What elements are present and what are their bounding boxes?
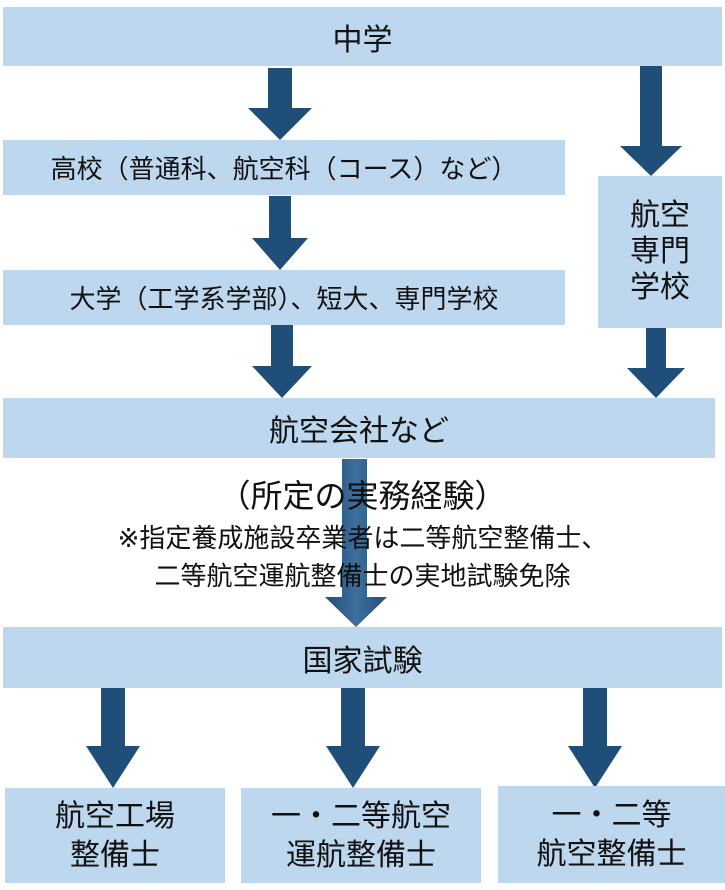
outcome-1-line-2: 整備士: [70, 837, 160, 873]
node-high-school: 高校（普通科、航空科（コース）など）: [3, 140, 565, 195]
node-national-exam-label: 国家試験: [302, 643, 423, 679]
node-junior-high-label: 中学: [332, 22, 393, 58]
node-junior-high: 中学: [3, 7, 722, 66]
outcome-3-line-2: 航空整備士: [536, 836, 687, 872]
node-airline-label: 航空会社など: [269, 414, 449, 449]
node-university: 大学（工学系学部）、短大、専門学校: [3, 270, 565, 325]
arrow-exam-to-outcome-2: [326, 688, 380, 788]
outcome-box-aircraft-mechanic: 一・二等 航空整備士: [498, 786, 725, 883]
node-aviation-school-line-1: 航空: [630, 198, 690, 233]
outcome-2-line-1: 一・二等航空: [271, 798, 451, 834]
node-high-school-label: 高校（普通科、航空科（コース）など）: [50, 155, 518, 185]
experience-note-title: （所定の実務経験）: [218, 477, 507, 515]
outcome-3-line-1: 一・二等: [551, 797, 672, 833]
experience-note-line-2: 二等航空運航整備士の実地試験免除: [154, 562, 571, 592]
arrow-university-to-airline: [252, 325, 312, 398]
outcome-1-line-1: 航空工場: [55, 798, 175, 834]
node-aviation-school-line-2: 専門: [630, 234, 690, 269]
outcome-2-line-2: 運航整備士: [286, 837, 436, 873]
node-aviation-school-line-3: 学校: [630, 270, 690, 305]
outcome-box-factory-mechanic: 航空工場 整備士: [5, 788, 225, 883]
node-university-label: 大学（工学系学部）、短大、専門学校: [69, 285, 499, 315]
arrow-aviation-school-to-airline: [627, 328, 685, 398]
node-aviation-school: 航空 専門 学校: [598, 176, 722, 328]
node-national-exam: 国家試験: [3, 627, 722, 688]
node-airline: 航空会社など: [3, 398, 715, 458]
outcome-box-line-maintenance-mechanic: 一・二等航空 運航整備士: [241, 788, 481, 883]
arrow-junior-high-to-high-school: [248, 68, 312, 140]
arrow-airline-to-national-exam: [325, 459, 387, 627]
arrow-exam-to-outcome-3: [568, 688, 622, 788]
arrow-exam-to-outcome-1: [86, 688, 140, 788]
arrow-junior-high-to-aviation-school: [620, 66, 682, 176]
arrow-high-school-to-university: [252, 196, 308, 270]
experience-note-line-1: ※指定養成施設卒業者は二等航空整備士、: [117, 524, 608, 554]
